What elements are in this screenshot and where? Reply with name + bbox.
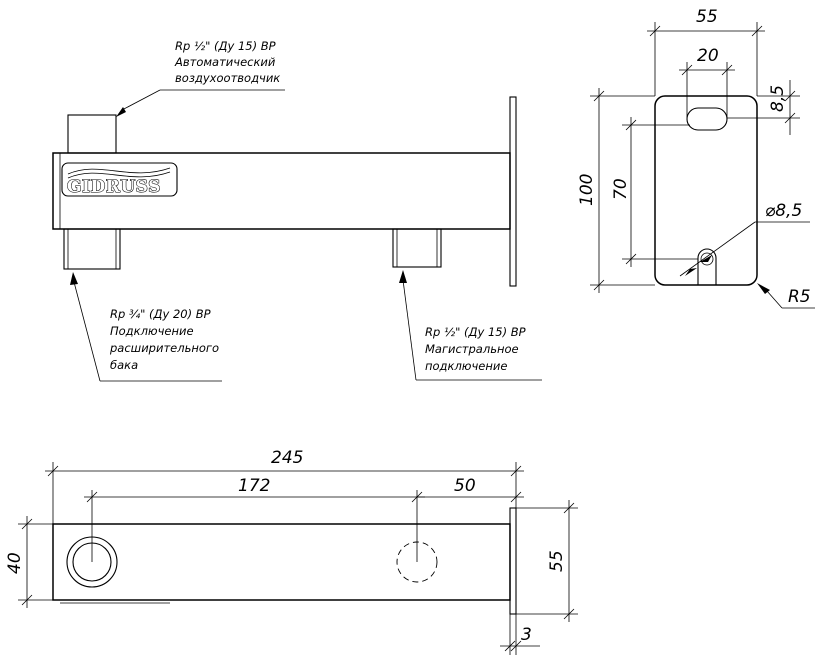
main-title: Магистральное — [425, 342, 519, 356]
air-vent-title: Автоматический — [174, 55, 276, 69]
dim-hole-spacing: 70 — [611, 178, 631, 200]
logo-text: GIDRUSS — [67, 177, 161, 197]
dim-slot-width: 20 — [697, 46, 719, 66]
top-body — [52, 523, 511, 601]
expansion-port — [63, 228, 121, 270]
dim-plate-thickness: 3 — [521, 625, 532, 645]
front-view: GIDRUSS Rp ½" (Ду 15) ВР Автоматический … — [52, 39, 542, 382]
air-vent-port — [67, 114, 117, 154]
brand-logo: GIDRUSS — [61, 162, 178, 198]
expansion-desc-2: бака — [110, 358, 138, 372]
dim-port-spacing: 172 — [238, 476, 270, 496]
callout-air-vent: Rp ½" (Ду 15) ВР Автоматический воздухоо… — [116, 39, 285, 117]
dim-slot-offset: 8,5 — [768, 85, 788, 112]
dim-corner-radius: R5 — [788, 287, 811, 307]
bottom-hole — [697, 248, 717, 285]
top-view: 245 172 50 40 55 3 — [5, 448, 578, 655]
dim-bracket-height: 100 — [577, 174, 597, 206]
bracket-plate — [654, 95, 758, 286]
air-vent-size: Rp ½" (Ду 15) ВР — [175, 39, 276, 53]
callout-main: Rp ½" (Ду 15) ВР Магистральное подключен… — [399, 270, 542, 381]
dim-hole-diameter: ⌀8,5 — [765, 201, 802, 221]
dim-bracket-width: 55 — [696, 7, 718, 27]
dim-overall-length: 245 — [271, 448, 303, 468]
bracket-view: 55 20 8,5 100 70 ⌀8,5 — [577, 7, 815, 309]
dim-body-height: 40 — [5, 552, 25, 574]
wall-plate — [509, 96, 517, 287]
expansion-title: Подключение — [110, 324, 194, 338]
expansion-size: Rp ¾" (Ду 20) ВР — [110, 307, 211, 321]
expansion-desc: расширительного — [109, 341, 219, 355]
main-port — [392, 228, 442, 268]
air-vent-desc: воздухоотводчик — [175, 71, 280, 85]
dim-plate-height: 55 — [547, 550, 567, 572]
main-size: Rp ½" (Ду 15) ВР — [425, 325, 526, 339]
mounting-slot — [686, 107, 728, 131]
main-desc: подключение — [425, 359, 507, 373]
top-plate — [509, 507, 517, 615]
callout-expansion: Rp ¾" (Ду 20) ВР Подключение расширитель… — [70, 272, 222, 382]
dim-end-offset: 50 — [454, 476, 476, 496]
